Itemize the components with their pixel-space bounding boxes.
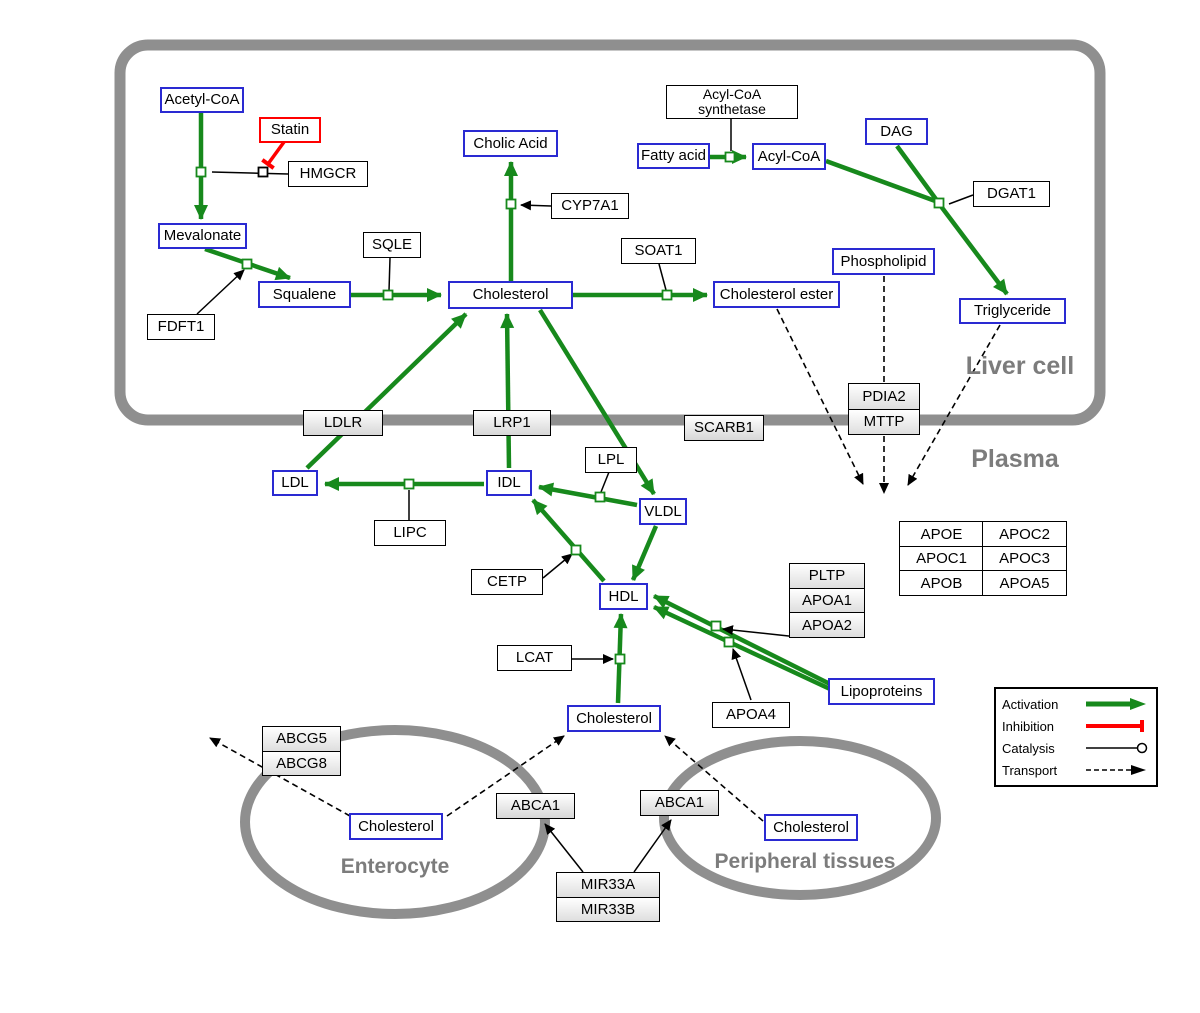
activation-arrow-icon [1086,698,1146,710]
node-abca1-right[interactable]: ABCA1 [640,790,719,816]
legend-transport-label: Transport [1002,762,1058,778]
node-apoc3[interactable]: APOC3 [982,545,1067,572]
node-mir33-stack: MIR33A MIR33B [556,872,660,922]
inhibition-edge [261,140,286,170]
node-apoa4[interactable]: APOA4 [712,702,790,728]
node-hmgcr[interactable]: HMGCR [288,161,368,187]
node-lpl[interactable]: LPL [585,447,637,473]
node-cetp[interactable]: CETP [471,569,543,595]
node-cholic-acid[interactable]: Cholic Acid [463,130,558,157]
legend-activation-row: Activation [1002,697,1150,712]
node-abcg-stack: ABCG5 ABCG8 [262,726,341,776]
node-apoc1[interactable]: APOC1 [899,545,984,572]
node-mir33b[interactable]: MIR33B [556,897,660,922]
node-apoa2[interactable]: APOA2 [789,613,865,639]
node-pltp-apoa-stack: PLTP APOA1 APOA2 [789,563,865,639]
inhibition-tbar-icon [1086,720,1144,732]
legend-inhibition-row: Inhibition [1002,719,1150,734]
node-acetyl-coa[interactable]: Acetyl-CoA [160,87,244,113]
acyl-coa-synthetase-line1: Acyl-CoA [702,86,762,103]
node-apoa5[interactable]: APOA5 [982,570,1067,597]
node-lrp1[interactable]: LRP1 [473,410,551,436]
enterocyte-label: Enterocyte [340,855,450,878]
node-apolipoprotein-table: APOE APOC2 APOC1 APOC3 APOB APOA5 [899,521,1067,597]
catalysis-edges [196,119,974,873]
node-ldlr[interactable]: LDLR [303,410,383,436]
legend-transport-row: Transport [1002,763,1150,778]
node-ldl[interactable]: LDL [272,470,318,496]
node-pdia2-mttp-stack: PDIA2 MTTP [848,383,920,435]
node-idl[interactable]: IDL [486,470,532,496]
node-statin[interactable]: Statin [259,117,321,143]
node-apoa1[interactable]: APOA1 [789,588,865,614]
node-acyl-coa[interactable]: Acyl-CoA [752,143,826,170]
node-soat1[interactable]: SOAT1 [621,238,696,264]
node-lipc[interactable]: LIPC [374,520,446,546]
peripheral-tissues-outline [659,736,941,900]
transport-edges [209,276,1001,822]
node-abca1-left[interactable]: ABCA1 [496,793,575,819]
legend-catalysis-row: Catalysis [1002,741,1150,756]
node-sqle[interactable]: SQLE [363,232,421,258]
node-pdia2[interactable]: PDIA2 [848,383,920,410]
node-vldl[interactable]: VLDL [639,498,687,525]
node-mir33a[interactable]: MIR33A [556,872,660,898]
reaction-nodes [195,151,945,665]
peripheral-tissues-label: Peripheral tissues [714,850,896,873]
legend-activation-label: Activation [1002,696,1059,712]
node-lipoproteins[interactable]: Lipoproteins [828,678,935,705]
node-hdl[interactable]: HDL [599,583,648,610]
node-phospholipid[interactable]: Phospholipid [832,248,935,275]
node-abcg5[interactable]: ABCG5 [262,726,341,752]
node-apoc2[interactable]: APOC2 [982,521,1067,548]
node-scarb1[interactable]: SCARB1 [684,415,764,441]
node-cholesterol-enterocyte[interactable]: Cholesterol [349,813,443,840]
node-cyp7a1[interactable]: CYP7A1 [551,193,629,219]
node-mttp[interactable]: MTTP [848,409,920,435]
liver-cell-label: Liver cell [965,352,1075,380]
node-acyl-coa-synthetase[interactable]: Acyl-CoA synthetase [666,85,798,119]
node-fdft1[interactable]: FDFT1 [147,314,215,340]
node-lcat[interactable]: LCAT [497,645,572,671]
transport-dashed-arrow-icon [1086,765,1146,775]
node-cholesterol-plasma[interactable]: Cholesterol [567,705,661,732]
node-cholesterol-peripheral[interactable]: Cholesterol [764,814,858,841]
legend-inhibition-label: Inhibition [1002,718,1055,734]
node-mevalonate[interactable]: Mevalonate [158,223,247,249]
node-apoe[interactable]: APOE [899,521,984,548]
node-squalene[interactable]: Squalene [258,281,351,308]
catalysis-circle-icon [1086,742,1148,754]
acyl-coa-synthetase-line2: synthetase [698,101,766,117]
node-cholesterol-liver[interactable]: Cholesterol [448,281,573,309]
legend-catalysis-label: Catalysis [1002,740,1055,756]
node-apob[interactable]: APOB [899,570,984,597]
plasma-label: Plasma [971,445,1059,473]
node-triglyceride[interactable]: Triglyceride [959,298,1066,324]
node-pltp[interactable]: PLTP [789,563,865,589]
node-abcg8[interactable]: ABCG8 [262,751,341,776]
node-fatty-acid[interactable]: Fatty acid [637,143,710,169]
node-cholesterol-ester[interactable]: Cholesterol ester [713,281,840,308]
node-dgat1[interactable]: DGAT1 [973,181,1050,207]
legend: Activation Inhibition Catalysis Transpor… [994,687,1158,787]
node-dag[interactable]: DAG [865,118,928,145]
enterocyte-outline [240,725,550,919]
